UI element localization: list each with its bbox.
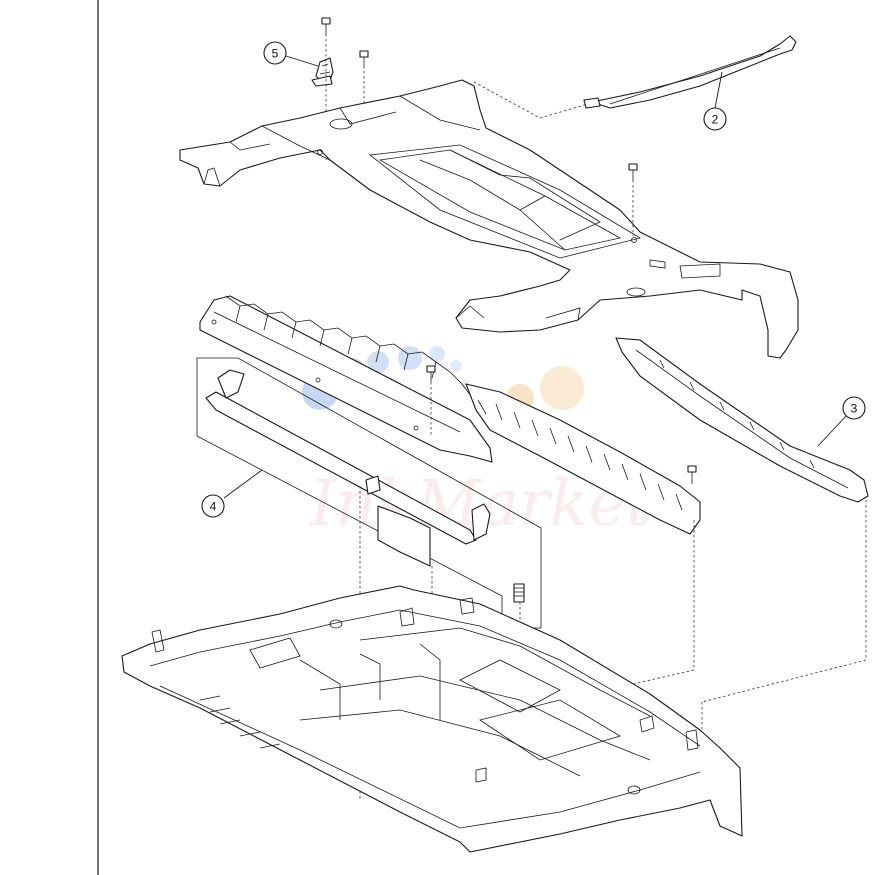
screw-center [426,365,436,382]
part-5-lever [311,57,334,87]
svg-text:4: 4 [210,500,217,514]
svg-text:2: 2 [712,113,719,127]
leader-3 [817,415,847,447]
bottom-tray [121,585,743,853]
leader-4 [223,469,263,499]
svg-text:3: 3 [851,402,858,416]
callout-5: 5 [263,41,287,65]
screw-upper-right [628,163,638,180]
screw-right [687,465,697,484]
callout-2: 2 [703,107,727,131]
screw-top-left [321,17,331,34]
callout-4: 4 [201,494,225,518]
leader-5 [285,55,319,67]
guide-comb-strip [199,295,493,463]
svg-text:5: 5 [272,47,279,61]
part-4-roller-assembly [196,357,542,629]
leader-2 [714,71,723,109]
part-3-rail [615,337,869,503]
callout-3: 3 [842,396,866,420]
upper-frame [179,79,799,359]
ribbed-guide [465,383,701,535]
part-2-cable [583,35,797,109]
screw-top-middle [359,50,369,66]
